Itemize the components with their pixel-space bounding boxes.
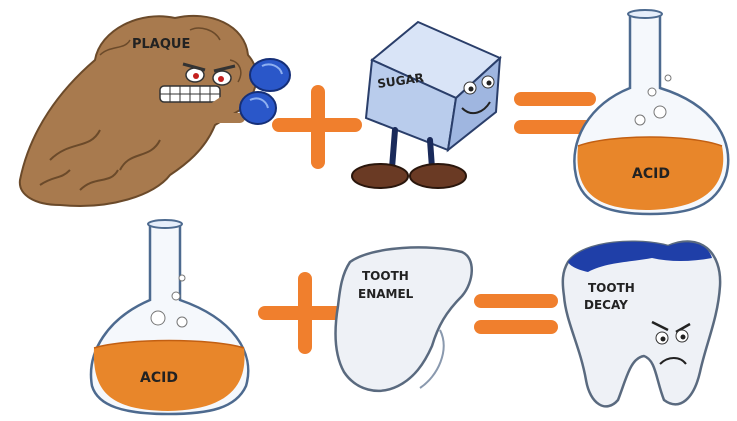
equals-operator-row2: [474, 294, 558, 334]
decayed-tooth-character: TOOTH DECAY: [563, 241, 720, 406]
plaque-label: PLAQUE: [132, 37, 190, 52]
plus-operator-row1: [272, 85, 362, 169]
sugar-cube-character: SUGAR: [352, 22, 500, 188]
tooth-decay-label-line2: DECAY: [584, 298, 628, 312]
acid-label-row1: ACID: [632, 166, 670, 182]
shoe-left: [352, 164, 408, 188]
tooth-enamel-piece: TOOTH ENAMEL: [336, 247, 472, 390]
acid-flask-row1: ACID: [574, 10, 728, 214]
acid-label-row2: ACID: [140, 370, 178, 386]
tooth-decay-label-line1: TOOTH: [588, 281, 635, 295]
tooth-enamel-label-line2: ENAMEL: [358, 287, 414, 301]
acid-flask-row2: ACID: [91, 220, 248, 414]
shoe-right: [410, 164, 466, 188]
plaque-monster: PLAQUE: [20, 16, 290, 206]
tooth-enamel-label-line1: TOOTH: [362, 269, 409, 283]
